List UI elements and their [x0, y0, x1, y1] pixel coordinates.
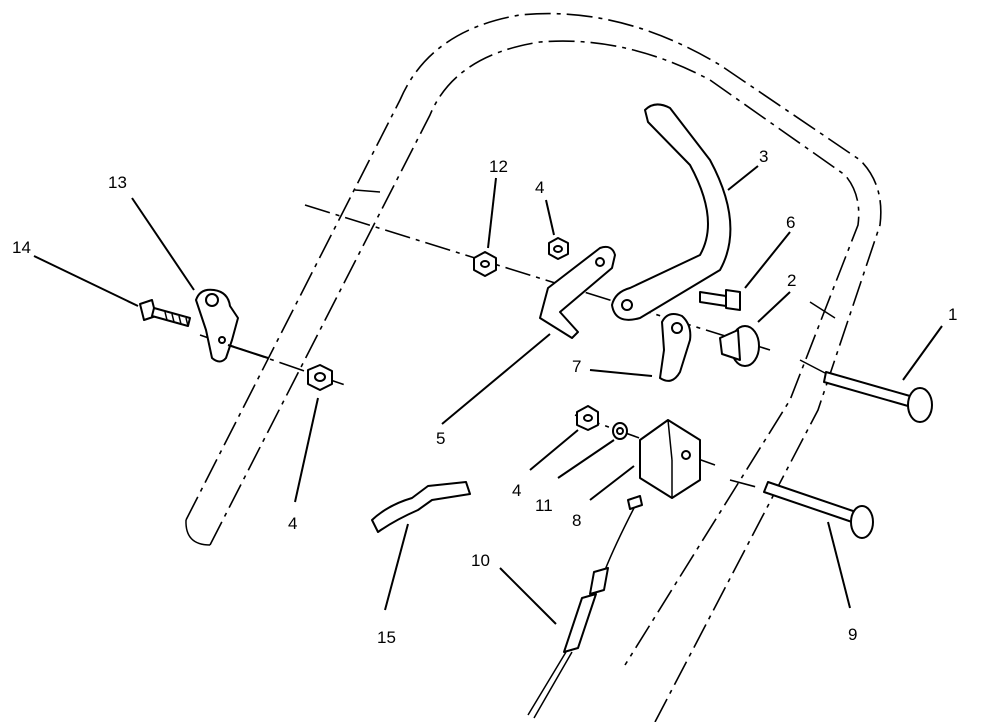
part-1-carriage-bolt — [823, 371, 933, 423]
callout-14: 14 — [12, 238, 31, 257]
part-12-nut — [473, 251, 497, 277]
callout-11: 11 — [535, 496, 553, 515]
callout-6: 6 — [786, 213, 795, 232]
part-9-carriage-bolt — [763, 481, 874, 539]
callout-3: 3 — [759, 147, 768, 166]
callout-4-top: 4 — [535, 178, 544, 197]
part-5-bracket-plate — [539, 245, 616, 339]
part-15-cable-tip — [371, 481, 471, 533]
part-6-bolt — [699, 289, 741, 311]
part-4-nut-top — [548, 237, 569, 260]
callout-4-left: 4 — [288, 514, 297, 533]
part-2-knob — [719, 325, 760, 367]
callout-8: 8 — [572, 511, 581, 530]
callout-9: 9 — [848, 625, 857, 644]
callout-15: 15 — [377, 628, 396, 647]
part-4-nut-left — [307, 364, 333, 391]
callout-1: 1 — [948, 305, 957, 324]
part-4-nut-lower — [576, 405, 599, 431]
callout-4-lower: 4 — [512, 481, 521, 500]
callout-10: 10 — [471, 551, 490, 570]
part-8-block — [639, 419, 701, 499]
callout-13: 13 — [108, 173, 127, 192]
part-14-bolt — [139, 299, 191, 327]
part-13-bracket — [195, 288, 269, 363]
callout-7: 7 — [572, 357, 581, 376]
part-10-cable — [527, 495, 643, 719]
part-3-lever — [611, 103, 732, 321]
callouts: 1 2 3 4 4 4 5 6 7 8 9 10 11 12 13 14 15 — [12, 147, 957, 647]
part-7-cam — [659, 313, 692, 382]
part-11-washer — [612, 422, 628, 440]
leader-lines — [33, 165, 943, 625]
callout-12: 12 — [489, 157, 508, 176]
handle-frame — [185, 12, 882, 722]
callout-5: 5 — [436, 429, 445, 448]
callout-2: 2 — [787, 271, 796, 290]
